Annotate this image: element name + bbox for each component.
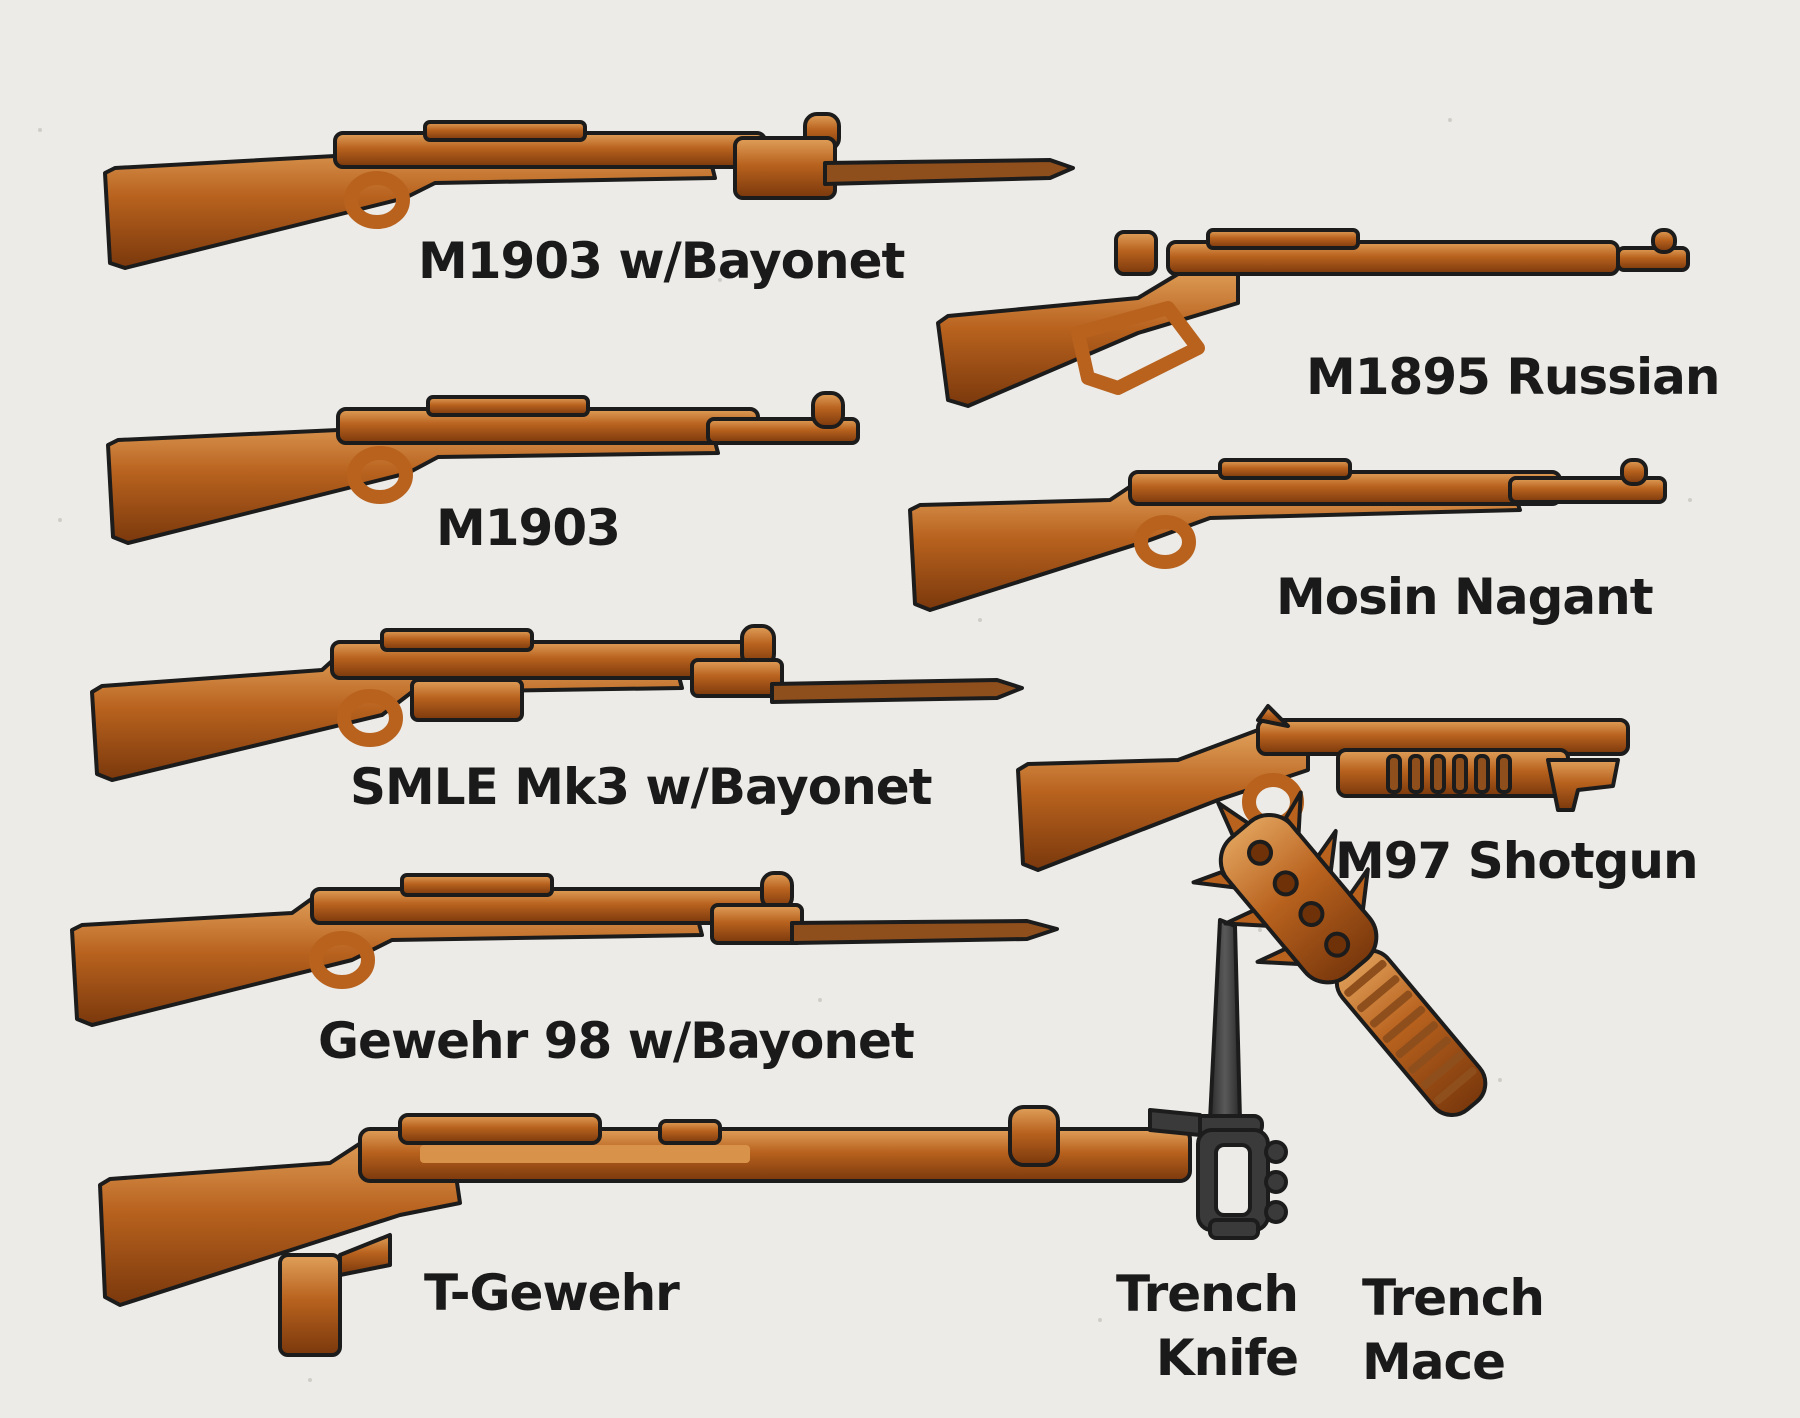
m1903-label: M1903: [436, 499, 621, 557]
mosin-nagant-label: Mosin Nagant: [1276, 568, 1654, 626]
m1895-russian-label: M1895 Russian: [1306, 348, 1720, 406]
trench-knife-label-line1: Trench: [1116, 1265, 1299, 1323]
m1903-illustration: [106, 391, 860, 545]
smle-bayonet-illustration: [90, 624, 1024, 782]
smle-bayonet-label: SMLE Mk3 w/Bayonet: [350, 758, 933, 816]
t-gewehr-illustration: [98, 1105, 1192, 1357]
trench-mace-label: Trench Mace: [1362, 1266, 1545, 1394]
trench-mace-illustration: [1191, 790, 1488, 1118]
m97-shotgun-illustration: [1016, 704, 1630, 872]
trench-mace-label-line2: Mace: [1362, 1333, 1506, 1391]
mosin-nagant-illustration: [908, 458, 1667, 612]
trench-knife-label: Trench Knife: [1116, 1262, 1299, 1390]
m1903-bayonet-illustration: [103, 112, 1075, 270]
gewehr-98-bayonet-illustration: [70, 871, 1059, 1027]
trench-knife-label-line2: Knife: [1155, 1329, 1299, 1387]
m97-shotgun-label: M97 Shotgun: [1335, 832, 1699, 890]
trench-knife-illustration: [1148, 918, 1288, 1240]
t-gewehr-label: T-Gewehr: [424, 1264, 680, 1322]
gewehr-98-bayonet-label: Gewehr 98 w/Bayonet: [318, 1012, 915, 1070]
trench-mace-label-line1: Trench: [1362, 1269, 1545, 1327]
m1903-bayonet-label: M1903 w/Bayonet: [418, 232, 905, 290]
m1895-russian-illustration: [936, 228, 1690, 408]
